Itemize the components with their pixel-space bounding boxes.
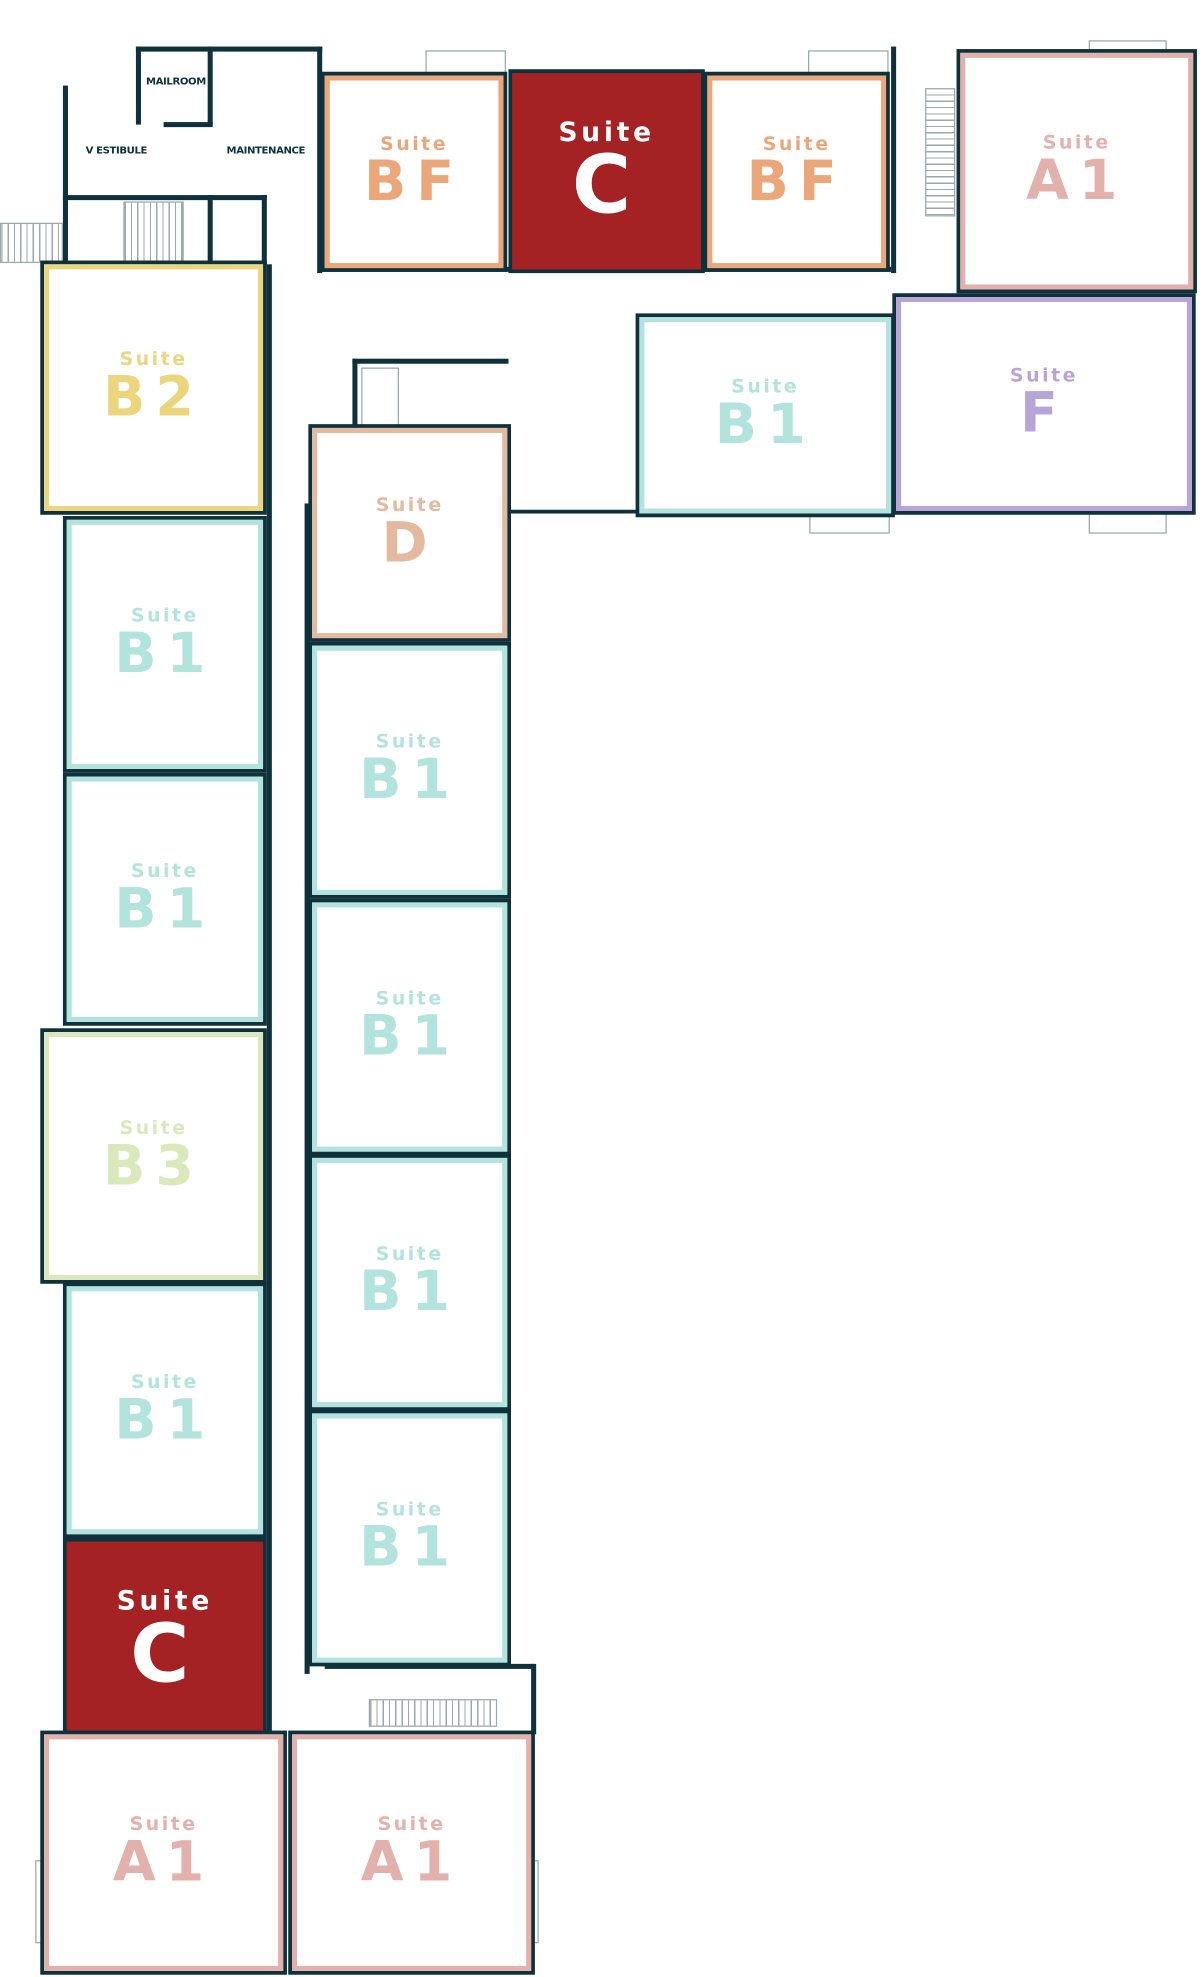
suite-type-label: B1 xyxy=(114,1387,216,1452)
wall xyxy=(317,46,323,274)
wall xyxy=(135,46,141,125)
wall xyxy=(207,195,213,265)
wall xyxy=(322,266,892,272)
suite-type-label: B2 xyxy=(103,364,204,430)
suite-type-label: B1 xyxy=(359,1004,461,1069)
stairs xyxy=(368,1699,498,1727)
suite-type-label: BF xyxy=(363,149,465,214)
suite-type-label: A1 xyxy=(1025,148,1128,213)
suite-word: Suite xyxy=(375,492,444,516)
suite-word: Suite xyxy=(130,604,199,627)
suite-word: Suite xyxy=(558,117,655,148)
suite-word: Suite xyxy=(380,131,449,155)
suite-word: Suite xyxy=(130,1369,199,1393)
suite-type-label: C xyxy=(130,1607,200,1701)
suite-word: Suite xyxy=(375,1242,444,1265)
suite-type-label: B1 xyxy=(114,621,216,686)
wall xyxy=(163,122,213,128)
suite-word: Suite xyxy=(375,1497,444,1521)
wall xyxy=(207,46,213,125)
suite-type-label: B1 xyxy=(714,392,816,457)
suite-word: Suite xyxy=(375,986,444,1010)
room-label-vestibule: V ESTIBULE xyxy=(85,144,148,157)
wall xyxy=(62,195,267,201)
wall xyxy=(352,358,509,364)
suite-word: Suite xyxy=(130,858,199,882)
suite-type-label: B1 xyxy=(114,876,216,941)
wall xyxy=(266,264,272,1763)
suite-type-label: BF xyxy=(746,149,847,214)
wall xyxy=(508,509,640,514)
suite-type-label: A1 xyxy=(112,1830,215,1895)
suite-word: Suite xyxy=(1042,130,1111,154)
room-label-mailroom: MAILROOM xyxy=(145,75,206,87)
room-label-maintenance: MAINTENANCE xyxy=(226,144,306,157)
wall xyxy=(891,46,897,274)
suite-type-label: B1 xyxy=(359,1259,461,1325)
suite-word: Suite xyxy=(119,1115,188,1139)
wall xyxy=(62,85,68,262)
suite-word: Suite xyxy=(375,729,444,753)
stairs xyxy=(925,88,956,217)
wall xyxy=(531,1663,537,1735)
wall xyxy=(352,358,358,485)
suite-type-label: D xyxy=(381,510,438,575)
suite-word: Suite xyxy=(119,347,188,371)
stairs xyxy=(123,201,184,262)
suite-type-label: C xyxy=(572,139,642,233)
wall xyxy=(261,195,267,265)
suite-type-label: B3 xyxy=(103,1133,204,1198)
wall xyxy=(324,1663,534,1669)
wall xyxy=(135,46,323,52)
suite-type-label: B1 xyxy=(359,747,461,812)
wall xyxy=(304,503,310,1674)
suite-word: Suite xyxy=(129,1812,198,1836)
suite-type-label: A1 xyxy=(360,1830,463,1895)
suite-word: Suite xyxy=(116,1585,214,1616)
suite-word: Suite xyxy=(377,1812,446,1836)
suite-type-label: F xyxy=(1020,381,1068,446)
entry-steps xyxy=(0,222,63,264)
suite-type-label: B1 xyxy=(359,1515,461,1580)
suite-word: Suite xyxy=(1010,363,1078,387)
suite-word: Suite xyxy=(731,375,800,398)
suite-word: Suite xyxy=(762,131,831,155)
